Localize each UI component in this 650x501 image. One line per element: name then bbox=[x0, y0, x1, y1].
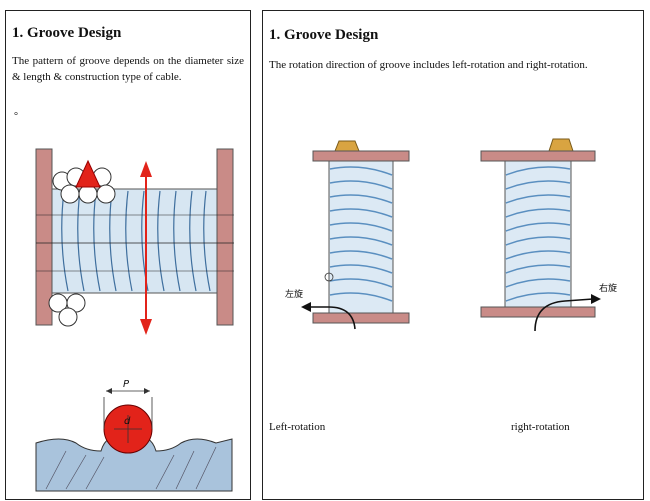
right-drum-grooves bbox=[505, 166, 571, 302]
left-panel-title: 1. Groove Design bbox=[12, 25, 122, 41]
right-rotation-label: 右旋 bbox=[599, 282, 617, 294]
right-rotation-drum: 右旋 bbox=[480, 138, 617, 332]
left-rotation-drum: 左旋 bbox=[285, 140, 410, 330]
left-rotation-caption: Left-rotation bbox=[269, 421, 326, 433]
diameter-label: d bbox=[124, 416, 131, 427]
left-rotation-label: 左旋 bbox=[285, 288, 303, 300]
right-panel: 1. Groove Design The rotation direction … bbox=[262, 10, 644, 500]
cable-stack-top bbox=[52, 167, 116, 204]
groove-hatching bbox=[45, 446, 217, 490]
right-drum-cap bbox=[548, 138, 574, 152]
right-drum-top-flange bbox=[480, 150, 596, 162]
drum-body bbox=[51, 188, 218, 294]
right-panel-title: 1. Groove Design bbox=[269, 27, 379, 43]
right-rotation-caption: right-rotation bbox=[511, 421, 570, 433]
cable-drum-illustration: P d bbox=[35, 148, 234, 492]
left-drum-cap bbox=[334, 140, 360, 152]
rotation-illustration: 左旋 右旋 bbox=[285, 138, 617, 332]
right-rotation-arrow bbox=[534, 298, 594, 332]
right-flange bbox=[216, 148, 234, 326]
cable-stack-bottom bbox=[48, 293, 86, 327]
arrow-up-head bbox=[140, 161, 152, 177]
left-drum-grooves bbox=[329, 166, 393, 302]
bullet-mark: ° bbox=[14, 111, 18, 122]
drum-grooves bbox=[61, 190, 211, 292]
arrow-down-head bbox=[140, 319, 152, 335]
left-rotation-arrow bbox=[307, 306, 356, 330]
cable-arrangement-triangle bbox=[75, 159, 101, 188]
left-panel-description: The pattern of groove depends on the dia… bbox=[12, 55, 244, 83]
right-panel-description: The rotation direction of groove include… bbox=[269, 59, 588, 71]
left-drum-bottom-flange bbox=[312, 312, 410, 324]
pitch-label: P bbox=[123, 379, 130, 390]
left-panel: 1. Groove Design The pattern of groove d… bbox=[5, 10, 251, 500]
left-drum-top-flange bbox=[312, 150, 410, 162]
